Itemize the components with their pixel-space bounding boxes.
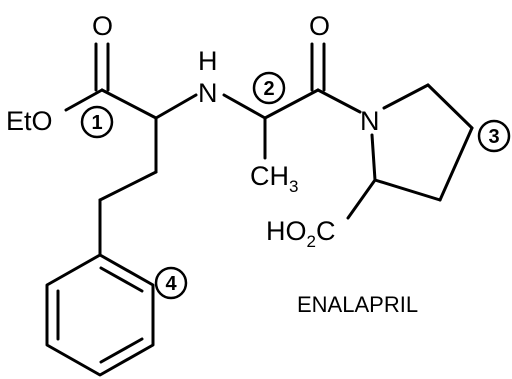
benzene-ring [45, 253, 155, 377]
amide-nitrogen-label: N [360, 106, 380, 136]
amide-carbonyl-oxygen-label: O [309, 11, 330, 41]
svg-text:2: 2 [263, 78, 274, 100]
ring-bond-n-top [382, 83, 430, 110]
chain-bond-2 [98, 170, 158, 202]
ring-bond-right-bottom [438, 126, 474, 202]
nh-c2-bond [222, 93, 267, 120]
ester-carbonyl-oxygen-label: O [92, 11, 113, 41]
ester-c-o-bond [64, 88, 104, 112]
svg-text:4: 4 [165, 273, 177, 295]
amine-nitrogen-label: N [198, 78, 218, 108]
marker-3: 3 [477, 119, 511, 153]
ring-bond-bottom-calpha [373, 178, 442, 202]
ring-bond-top-right [426, 83, 474, 130]
ring-acid-bond [346, 178, 377, 220]
benzene-inner-bond-1 [99, 266, 144, 293]
marker-4: 4 [154, 266, 188, 300]
marker-1: 1 [80, 105, 114, 139]
benzene-inner-bond-2 [99, 337, 144, 364]
marker-2: 2 [252, 71, 286, 105]
ester-c-calpha-bond [100, 88, 158, 120]
amide-c-n-bond [316, 88, 362, 114]
molecule-name: ENALAPRIL [297, 292, 418, 317]
methyl-label: CH3 [250, 161, 298, 196]
calpha-nh-bond [154, 93, 198, 120]
svg-text:3: 3 [488, 126, 499, 148]
svg-text:1: 1 [91, 112, 102, 134]
ester-oxygen-label: EtO [6, 106, 53, 136]
c2-amide-c-bond [263, 88, 320, 120]
amine-hydrogen-label: H [198, 46, 218, 76]
carboxylic-acid-label: HO2C [266, 216, 335, 251]
ring-bond-calpha-n [370, 133, 377, 182]
